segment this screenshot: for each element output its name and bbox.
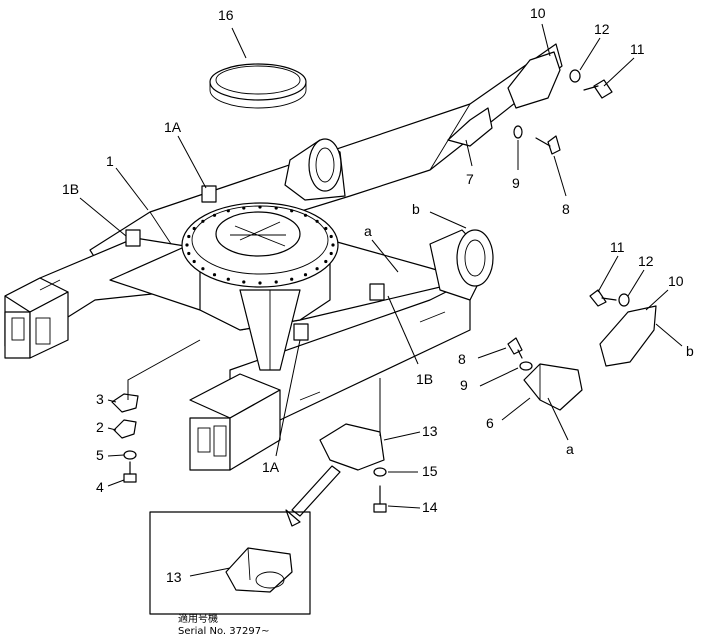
callout-12-top: 12	[594, 21, 610, 37]
bolt-ring	[185, 205, 335, 285]
bolt-part11-top	[583, 79, 613, 99]
bolt-hole	[290, 209, 294, 213]
bolt-hole	[315, 219, 319, 223]
callout-9-mid: 9	[460, 377, 468, 393]
bracket-part6	[523, 363, 583, 411]
callout-4: 4	[96, 479, 104, 495]
mount-pad-1a-top	[201, 185, 217, 203]
callout-13-main: 13	[422, 423, 438, 439]
bolt-hole	[185, 243, 189, 247]
mount-pad-1a-bottom	[293, 323, 309, 341]
bolt-part8-top	[535, 135, 561, 155]
callout-5: 5	[96, 447, 104, 463]
washer-part9-top	[513, 125, 523, 139]
washer-part5	[123, 450, 137, 460]
bolt-part14	[373, 485, 387, 513]
bolt-hole	[329, 234, 333, 239]
callout-10-top: 10	[530, 5, 546, 21]
guard-part13	[319, 423, 385, 471]
bolt-hole	[303, 213, 308, 217]
callout-9-top: 9	[512, 175, 520, 191]
upper-hinge-bracket	[284, 138, 346, 201]
callout-1b-left: 1B	[62, 181, 79, 197]
right-hinge-eye	[429, 229, 494, 301]
shim-part3	[111, 393, 139, 413]
callout-8-mid: 8	[458, 351, 466, 367]
bolt-hole	[201, 267, 205, 271]
washer-part12-mid	[618, 293, 630, 307]
bolt-hole	[192, 226, 196, 231]
bolt-hole	[187, 251, 191, 256]
plate-part2	[113, 419, 137, 439]
callout-11-top: 11	[630, 41, 645, 57]
bolt-hole	[324, 259, 328, 264]
ref-a-bottom: a	[566, 441, 574, 457]
callout-1b-right: 1B	[416, 371, 433, 387]
bolt-hole	[258, 281, 262, 285]
callout-3: 3	[96, 391, 104, 407]
bolt-hole	[192, 259, 196, 264]
mount-pad-1b-left	[125, 229, 141, 247]
right-frame-box	[189, 279, 471, 471]
callout-11-mid: 11	[610, 239, 625, 255]
bolt-hole	[303, 273, 308, 277]
bolt-part11-mid	[589, 289, 617, 307]
washer-part9-mid	[519, 361, 533, 371]
seal-ring-part16	[209, 63, 307, 109]
bolt-hole	[201, 219, 205, 223]
bolt-hole	[258, 205, 262, 209]
callout-6: 6	[486, 415, 494, 431]
guard-part13-inset	[225, 547, 293, 593]
bolt-part4	[123, 461, 137, 483]
callout-7: 7	[466, 171, 474, 187]
bolt-hole	[329, 251, 333, 256]
bolt-part8-mid	[507, 337, 523, 359]
bolt-hole	[315, 267, 319, 271]
bolt-hole	[212, 273, 217, 277]
ref-a-top: a	[364, 223, 372, 239]
mount-pad-1b-right	[369, 283, 385, 301]
bolt-hole	[331, 243, 335, 247]
inset-caption-serial: Serial No. 37297~	[178, 626, 269, 637]
bolt-hole	[242, 206, 246, 210]
cover-plate-part10-top	[507, 51, 561, 109]
bolt-hole	[226, 277, 230, 281]
callout-15: 15	[422, 463, 438, 479]
bolt-hole	[226, 209, 230, 213]
callout-8-top: 8	[562, 201, 570, 217]
bolt-hole	[290, 277, 294, 281]
ref-b-top: b	[412, 201, 420, 217]
inset-frame	[149, 511, 311, 615]
callout-1a-bottom: 1A	[262, 459, 280, 475]
bolt-hole	[187, 234, 191, 239]
callout-10-mid: 10	[668, 273, 684, 289]
bolt-hole	[324, 226, 328, 231]
callout-14: 14	[422, 499, 438, 515]
washer-part12-top	[569, 69, 581, 83]
cover-plate-part10-right	[599, 305, 657, 367]
leader-lines	[79, 23, 683, 577]
ref-b-right: b	[686, 343, 694, 359]
bracket-part7	[447, 107, 493, 147]
callout-2: 2	[96, 419, 104, 435]
bolt-hole	[274, 280, 278, 284]
inset-caption-applicable: 適用号機	[178, 612, 218, 625]
callout-1: 1	[106, 153, 114, 169]
swing-circle	[181, 202, 339, 288]
callout-16: 16	[218, 7, 234, 23]
bolt-hole	[274, 206, 278, 210]
washer-part15	[373, 467, 387, 477]
callout-13-inset: 13	[166, 569, 182, 585]
callout-12-mid: 12	[638, 253, 654, 269]
bolt-hole	[242, 280, 246, 284]
bolt-hole	[212, 213, 217, 217]
callout-1a-top: 1A	[164, 119, 182, 135]
inset-arrow	[285, 465, 341, 527]
